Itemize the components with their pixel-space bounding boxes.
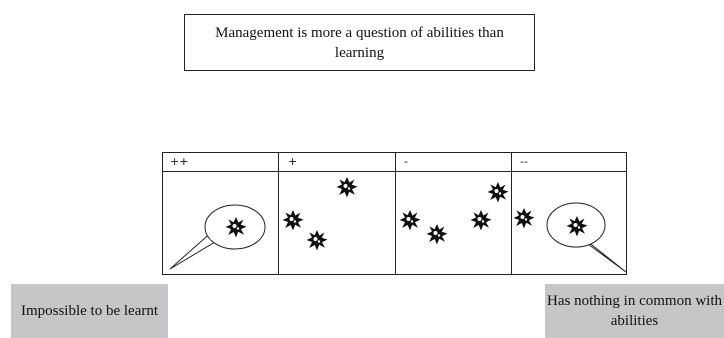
column-label-disagree: - <box>404 155 408 168</box>
rating-scale-grid <box>162 152 627 275</box>
left-pole-text: Impossible to be learnt <box>20 303 159 319</box>
column-label-strongly-disagree: -- <box>520 155 528 168</box>
column-label-agree: + <box>288 155 298 168</box>
left-pole-box: Impossible to be learnt <box>11 284 168 338</box>
right-pole-box: Has nothing in common with abilities <box>545 284 724 338</box>
right-pole-text: Has nothing in common with abilities <box>547 293 722 329</box>
statement-box: Management is more a question of abiliti… <box>184 14 535 71</box>
column-label-strongly-agree: ++ <box>170 155 189 168</box>
statement-text: Management is more a question of abiliti… <box>215 24 504 61</box>
speech-bubble-icon-left <box>169 204 266 270</box>
rating-scale: ++ + - -- <box>162 152 627 275</box>
